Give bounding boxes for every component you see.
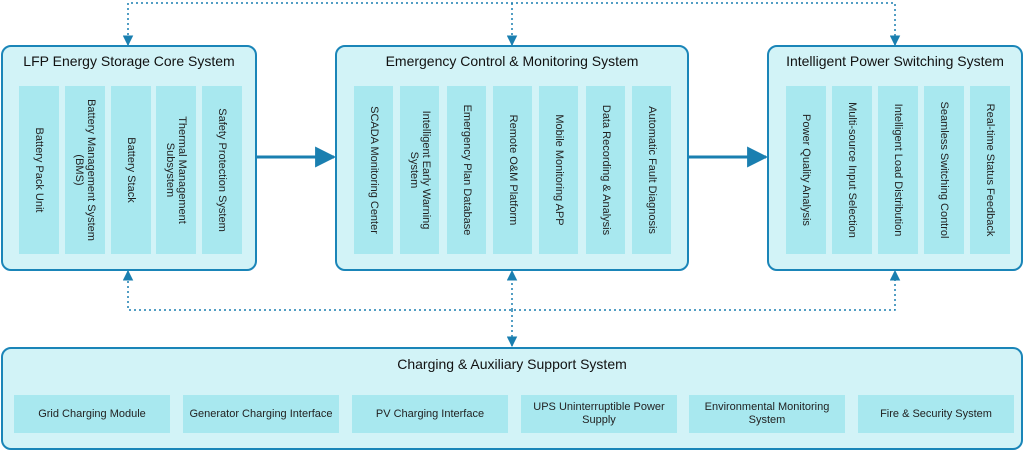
module-label: Remote O&M Platform: [506, 114, 519, 226]
module-label: Mobile Monitoring APP: [552, 114, 565, 226]
module-box: Mobile Monitoring APP: [539, 86, 578, 254]
module-box: Battery Pack Unit: [19, 86, 59, 254]
support-module-box: Environmental Monitoring System: [689, 395, 845, 433]
panel-title: Intelligent Power Switching System: [786, 53, 1004, 69]
module-label: Seamless Switching Control: [938, 101, 950, 239]
module-box: Safety Protection System: [202, 86, 242, 254]
module-label: Automatic Fault Diagnosis: [645, 106, 658, 234]
module-box: Real-time Status Feedback: [970, 86, 1010, 254]
module-box: Power Quality Analysis: [786, 86, 826, 254]
panel-title: Charging & Auxiliary Support System: [397, 356, 627, 372]
module-label: Thermal Management Subsystem: [164, 116, 188, 224]
support-module-box: PV Charging Interface: [352, 395, 508, 433]
panel-title: Emergency Control & Monitoring System: [385, 53, 639, 69]
module-box: Multi-source Input Selection: [832, 86, 872, 254]
panel-lfp-core: LFP Energy Storage Core System Battery P…: [1, 45, 257, 271]
module-box: Emergency Plan Database: [447, 86, 486, 254]
module-box: Battery Management System (BMS): [65, 86, 105, 254]
panel-power-switching: Intelligent Power Switching System Power…: [767, 45, 1023, 271]
module-box: Automatic Fault Diagnosis: [632, 86, 671, 254]
module-label: Battery Stack: [125, 137, 137, 203]
module-label: Real-time Status Feedback: [984, 103, 996, 237]
module-box: Intelligent Early Warning System: [400, 86, 439, 254]
panel-emergency-control: Emergency Control & Monitoring System SC…: [335, 45, 689, 271]
support-module-box: UPS Uninterruptible Power Supply: [521, 395, 677, 433]
module-label: Multi-source Input Selection: [846, 102, 858, 238]
bottom-dotted-link: [122, 269, 901, 311]
panel-charging-support: Charging & Auxiliary Support System: [1, 347, 1023, 450]
module-box: Thermal Management Subsystem: [156, 86, 196, 254]
module-label: Intelligent Early Warning System: [407, 110, 432, 230]
module-label: Intelligent Load Distribution: [892, 103, 904, 237]
panel-title: LFP Energy Storage Core System: [23, 53, 235, 69]
support-module-box: Grid Charging Module: [14, 395, 170, 433]
module-box: Seamless Switching Control: [924, 86, 964, 254]
module-box: Intelligent Load Distribution: [878, 86, 918, 254]
module-label: SCADA Monitoring Center: [367, 106, 380, 234]
module-box: Battery Stack: [111, 86, 151, 254]
module-box: Remote O&M Platform: [493, 86, 532, 254]
module-box: SCADA Monitoring Center: [354, 86, 393, 254]
module-box: Data Recording & Analysis: [586, 86, 625, 254]
module-label: Battery Pack Unit: [33, 127, 45, 213]
support-module-box: Fire & Security System: [858, 395, 1014, 433]
support-module-box: Generator Charging Interface: [183, 395, 339, 433]
module-label: Battery Management System (BMS): [73, 99, 97, 241]
module-label: Safety Protection System: [216, 108, 228, 232]
module-label: Emergency Plan Database: [460, 104, 473, 236]
module-label: Data Recording & Analysis: [599, 104, 612, 236]
module-label: Power Quality Analysis: [800, 114, 812, 226]
